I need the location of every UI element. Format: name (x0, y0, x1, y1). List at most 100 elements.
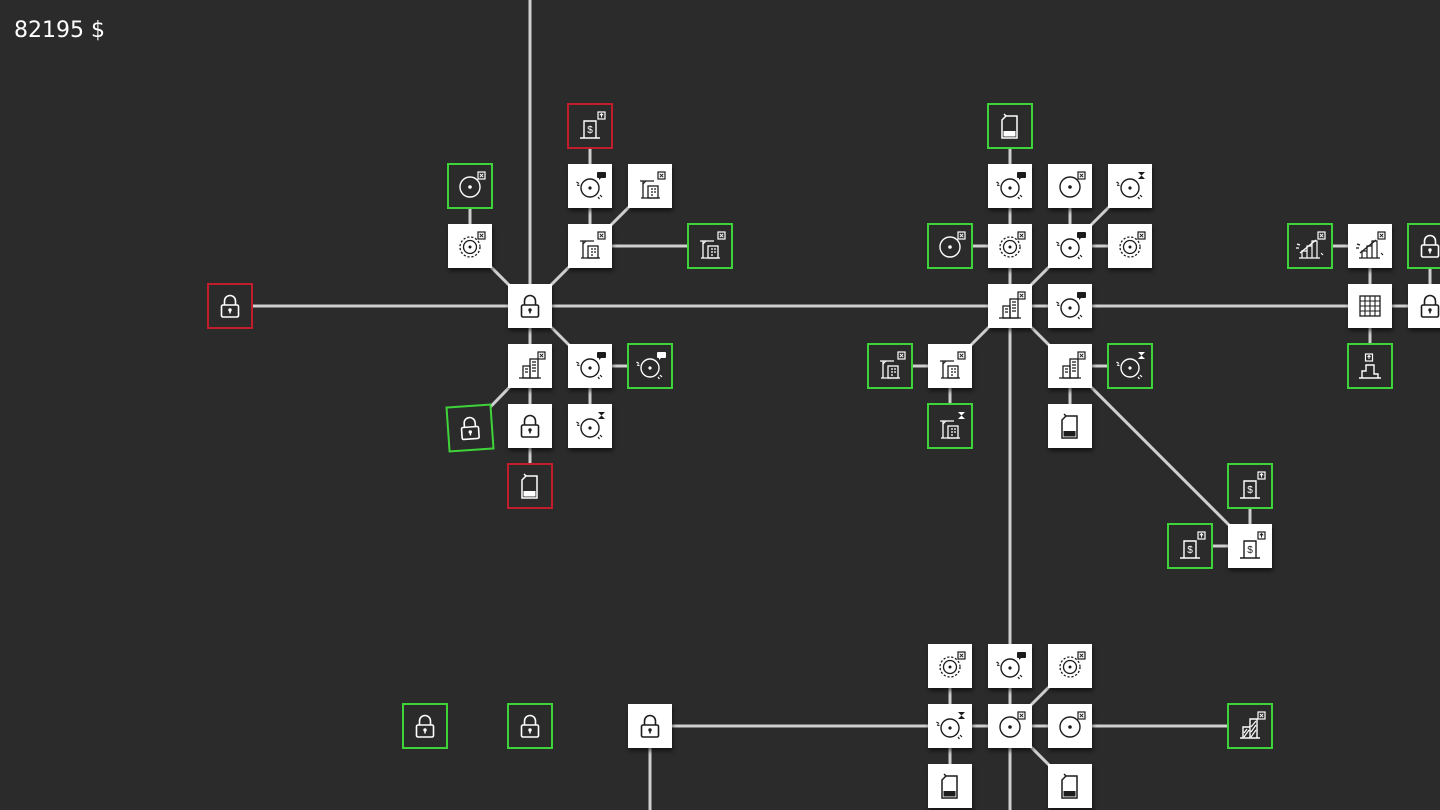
radar-heart-icon (1056, 292, 1086, 320)
lock-icon (520, 294, 540, 318)
shop-dollar-icon: $ (580, 111, 606, 139)
target-icon (1059, 171, 1086, 198)
radar-heart-icon (636, 352, 666, 380)
upgrade-node-gridC-chart[interactable] (1348, 224, 1392, 268)
office-icon (519, 351, 546, 379)
office-icon (1059, 351, 1086, 379)
upgrade-node-hubB-radar-n[interactable] (988, 164, 1032, 208)
upgrade-node-lockA-lock-s[interactable] (508, 404, 552, 448)
money-counter: 82195 $ (14, 18, 105, 43)
upgrade-node-hubB-shop-n[interactable]: $ (1227, 463, 1273, 509)
upgrade-node-hubB-radar-e[interactable] (1048, 284, 1092, 328)
upgrade-node-hubB-target-ne[interactable] (1048, 164, 1092, 208)
target-icon (939, 231, 966, 258)
upgrade-node-gridC-chart-w[interactable] (1287, 223, 1333, 269)
upgrade-node-lockA-radar-n[interactable] (568, 164, 612, 208)
lock-icon (1420, 294, 1440, 318)
upgrade-node-lockA-radar-se[interactable] (568, 344, 612, 388)
upgrade-node-gridC-lock-ne[interactable] (1407, 223, 1440, 269)
upgrade-node-hubB-ring-n[interactable] (988, 224, 1032, 268)
upgrade-node-lockA-fuel-s[interactable] (507, 463, 553, 509)
upgrade-node-hubB-ring-ne[interactable] (1108, 224, 1152, 268)
upgrade-node-lockA-ring-n[interactable] (448, 224, 492, 268)
lock-icon (520, 714, 540, 738)
building-crane-icon (880, 351, 906, 379)
upgrade-node-hubB-radar-ne[interactable] (1048, 224, 1092, 268)
upgrade-node-hubB-crane-timer[interactable] (927, 403, 973, 449)
ring-icon (1059, 651, 1086, 678)
upgrade-node-hubB-building-sw[interactable] (928, 344, 972, 388)
upgrade-node-hubB-radar-timer-se[interactable] (1107, 343, 1153, 389)
svg-text:$: $ (1187, 545, 1193, 556)
target-icon (999, 711, 1026, 738)
shop-dollar-icon: $ (1240, 531, 1266, 559)
ring-icon (939, 651, 966, 678)
radar-heart-icon (576, 172, 606, 200)
upgrade-node-lockA-radar-timer[interactable] (568, 404, 612, 448)
upgrade-node-hubB-shop[interactable]: $ (1228, 524, 1272, 568)
upgrade-node-lockA-target-n[interactable] (447, 163, 493, 209)
upgrade-node-hubB-radar-timer-ne[interactable] (1108, 164, 1152, 208)
upgrade-node-gridC-lock-e[interactable] (1408, 284, 1440, 328)
upgrade-node-lockD-lock[interactable] (402, 703, 448, 749)
upgrade-node-hubF-ring-nw[interactable] (928, 644, 972, 688)
grid-icon (1359, 295, 1381, 317)
upgrade-node-hubF-hatched[interactable] (1227, 703, 1273, 749)
upgrade-node-hubB-fuel-n[interactable] (987, 103, 1033, 149)
upgrade-node-gridC-podium[interactable] (1347, 343, 1393, 389)
radar-timer-icon (1116, 352, 1145, 380)
shop-dollar-icon: $ (1180, 531, 1206, 559)
ring-icon (999, 231, 1026, 258)
ring-icon (459, 231, 486, 258)
fuel-can-icon (1001, 113, 1018, 139)
radar-heart-icon (996, 172, 1026, 200)
radar-heart-icon (1056, 232, 1086, 260)
upgrade-node-lockA-office-s[interactable] (508, 344, 552, 388)
lock-icon (1420, 234, 1440, 258)
upgrade-node-hubF-root[interactable] (988, 704, 1032, 748)
upgrade-node-hubB-office-se[interactable] (1048, 344, 1092, 388)
upgrade-node-hubB-shop-w[interactable]: $ (1167, 523, 1213, 569)
upgrade-node-lockA-lock-sw[interactable] (445, 403, 495, 453)
upgrade-node-hubB-fuel-se[interactable] (1048, 404, 1092, 448)
upgrade-node-hubF-fuel-sw[interactable] (928, 764, 972, 808)
upgrade-node-hubF-target-e[interactable] (1048, 704, 1092, 748)
upgrade-node-lockA-crane-ne[interactable] (628, 164, 672, 208)
upgrade-node-lockA-building-n2[interactable] (687, 223, 733, 269)
upgrade-node-lockA-west[interactable] (207, 283, 253, 329)
fuel-can-icon (521, 473, 538, 499)
hatched-building-icon (1240, 711, 1266, 739)
ring-icon (1119, 231, 1146, 258)
upgrade-node-hubF-fuel-se[interactable] (1048, 764, 1092, 808)
tree-nodes: $ (207, 103, 1440, 808)
target-icon (459, 171, 486, 198)
tree-connectors (230, 0, 1432, 810)
upgrade-node-lockA-building-n[interactable] (568, 224, 612, 268)
upgrade-node-hubF-radar-timer[interactable] (928, 704, 972, 748)
podium-icon (1359, 353, 1381, 379)
lock-icon (415, 714, 435, 738)
lock-icon (640, 714, 660, 738)
upgrade-node-hubF-radar-n[interactable] (988, 644, 1032, 688)
office-icon (999, 291, 1026, 319)
chart-icon (1296, 231, 1326, 259)
upgrade-node-lockA-shop-n[interactable]: $ (567, 103, 613, 149)
radar-heart-icon (576, 352, 606, 380)
crane-timer-icon (940, 412, 965, 439)
upgrade-node-gridC-root[interactable] (1348, 284, 1392, 328)
upgrade-node-lockA-root[interactable] (508, 284, 552, 328)
upgrade-node-lockE-lock[interactable] (507, 703, 553, 749)
upgrade-node-lockA-radar-se2[interactable] (627, 343, 673, 389)
building-crane-icon (700, 231, 726, 259)
upgrade-node-hubB-root[interactable] (988, 284, 1032, 328)
upgrade-node-hubB-target-nw[interactable] (927, 223, 973, 269)
radar-timer-icon (576, 412, 605, 440)
upgrade-node-hubF-ring-ne[interactable] (1048, 644, 1092, 688)
upgrade-node-hubB-crane-sw[interactable] (867, 343, 913, 389)
fuel-can-icon (1061, 413, 1078, 439)
svg-text:$: $ (1247, 545, 1253, 556)
fuel-can-icon (941, 773, 958, 799)
svg-text:$: $ (1247, 485, 1253, 496)
upgrade-node-hubF-lock[interactable] (628, 704, 672, 748)
